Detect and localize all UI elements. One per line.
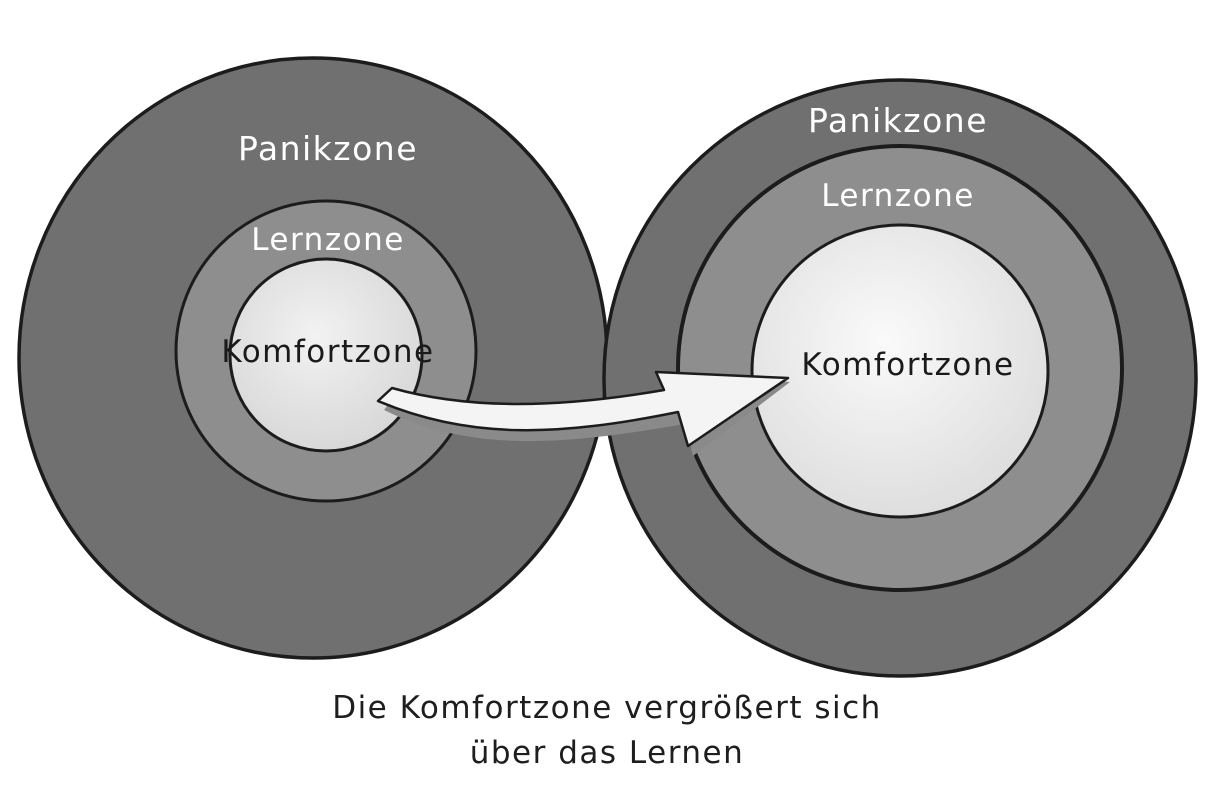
panic-zone-label-before: Panikzone xyxy=(238,129,418,168)
comfort-zone-circle-after xyxy=(750,223,1050,519)
growth-arrow-icon xyxy=(376,370,790,456)
learning-zone-label-after: Lernzone xyxy=(821,178,975,214)
panic-zone-label-after: Panikzone xyxy=(808,101,988,140)
comfort-zone-label-after: Komfortzone xyxy=(801,347,1014,383)
comfort-zone-circle-before xyxy=(228,257,424,453)
caption-line-2: über das Lernen xyxy=(469,735,745,771)
learning-zone-label-before: Lernzone xyxy=(251,222,405,258)
caption-line-1: Die Komfortzone vergrößert sich xyxy=(332,690,882,726)
zones-after xyxy=(602,78,1198,678)
zones-before xyxy=(17,56,609,660)
comfort-zone-label-before: Komfortzone xyxy=(221,334,434,370)
